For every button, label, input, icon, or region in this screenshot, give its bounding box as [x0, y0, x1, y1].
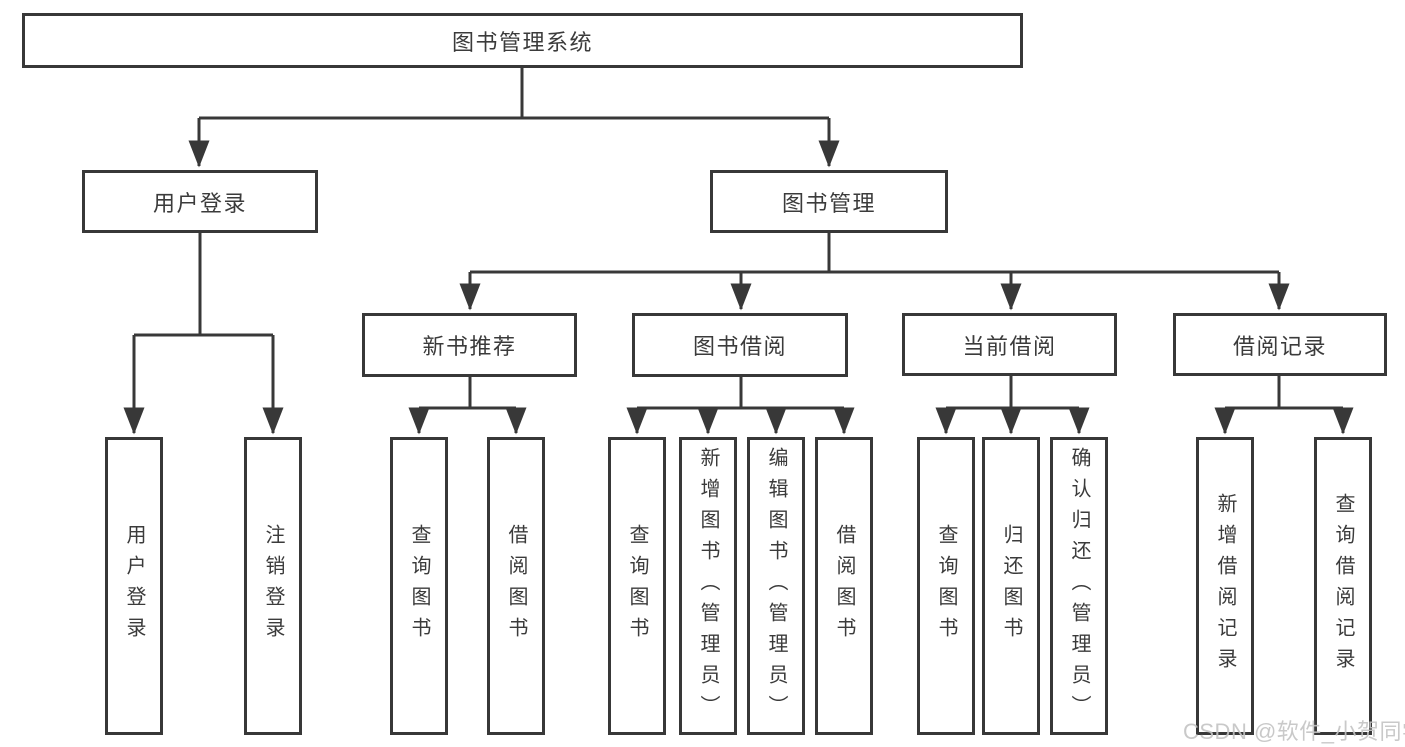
- node-label: 新增图书（管理员）: [697, 446, 719, 726]
- node-leaf-borrow-books-1: 借阅图书: [487, 437, 545, 735]
- node-leaf-logout: 注销登录: [244, 437, 302, 735]
- node-book-borrowing: 图书借阅: [632, 313, 848, 377]
- node-label: 图书管理系统: [451, 29, 593, 55]
- node-label: 图书借阅: [692, 334, 787, 359]
- node-label: 确认归还（管理员）: [1068, 446, 1090, 726]
- node-label: 归还图书: [1000, 524, 1022, 648]
- node-leaf-add-books-admin: 新增图书（管理员）: [679, 437, 737, 735]
- node-label: 查询借阅记录: [1332, 493, 1354, 679]
- node-leaf-query-borrow-record: 查询借阅记录: [1314, 437, 1372, 735]
- connector-current-to-children: [935, 376, 1090, 435]
- connector-borrowing-to-children: [626, 377, 855, 435]
- node-new-book-recommendation: 新书推荐: [362, 313, 577, 377]
- connector-login-to-children: [123, 233, 284, 435]
- node-label: 借阅记录: [1232, 333, 1327, 359]
- node-label: 查询图书: [935, 524, 957, 648]
- node-label: 借阅图书: [833, 524, 855, 648]
- node-borrowing-records: 借阅记录: [1173, 313, 1387, 376]
- node-label: 新增借阅记录: [1214, 493, 1236, 679]
- node-label: 查询图书: [626, 524, 648, 648]
- node-leaf-borrow-books-2: 借阅图书: [815, 437, 873, 735]
- node-label: 当前借阅: [962, 333, 1057, 359]
- csdn-watermark: CSDN @软件_小贺同学: [1183, 719, 1405, 744]
- node-label: 查询图书: [408, 524, 430, 648]
- node-leaf-query-books-3: 查询图书: [917, 437, 975, 735]
- node-leaf-user-login: 用户登录: [105, 437, 163, 735]
- node-user-login-branch: 用户登录: [82, 170, 318, 233]
- node-current-borrowing: 当前借阅: [902, 313, 1117, 376]
- node-label: 图书管理: [781, 190, 876, 216]
- node-book-management-branch: 图书管理: [710, 170, 948, 233]
- connector-newbooks-to-children: [408, 377, 527, 435]
- node-label: 用户登录: [152, 190, 247, 216]
- node-label: 注销登录: [262, 524, 284, 648]
- connector-root-to-level2: [188, 68, 840, 168]
- node-leaf-return-books: 归还图书: [982, 437, 1040, 735]
- node-library-management-system: 图书管理系统: [22, 13, 1023, 68]
- node-label: 用户登录: [123, 524, 145, 648]
- node-leaf-query-books-2: 查询图书: [608, 437, 666, 735]
- connector-management-to-level3: [459, 233, 1290, 311]
- node-label: 编辑图书（管理员）: [765, 446, 787, 726]
- node-leaf-query-books-1: 查询图书: [390, 437, 448, 735]
- node-label: 借阅图书: [505, 524, 527, 648]
- node-leaf-confirm-return-admin: 确认归还（管理员）: [1050, 437, 1108, 735]
- node-label: 新书推荐: [422, 334, 517, 359]
- connector-records-to-children: [1214, 376, 1354, 435]
- node-leaf-add-borrow-record: 新增借阅记录: [1196, 437, 1254, 735]
- node-leaf-edit-books-admin: 编辑图书（管理员）: [747, 437, 805, 735]
